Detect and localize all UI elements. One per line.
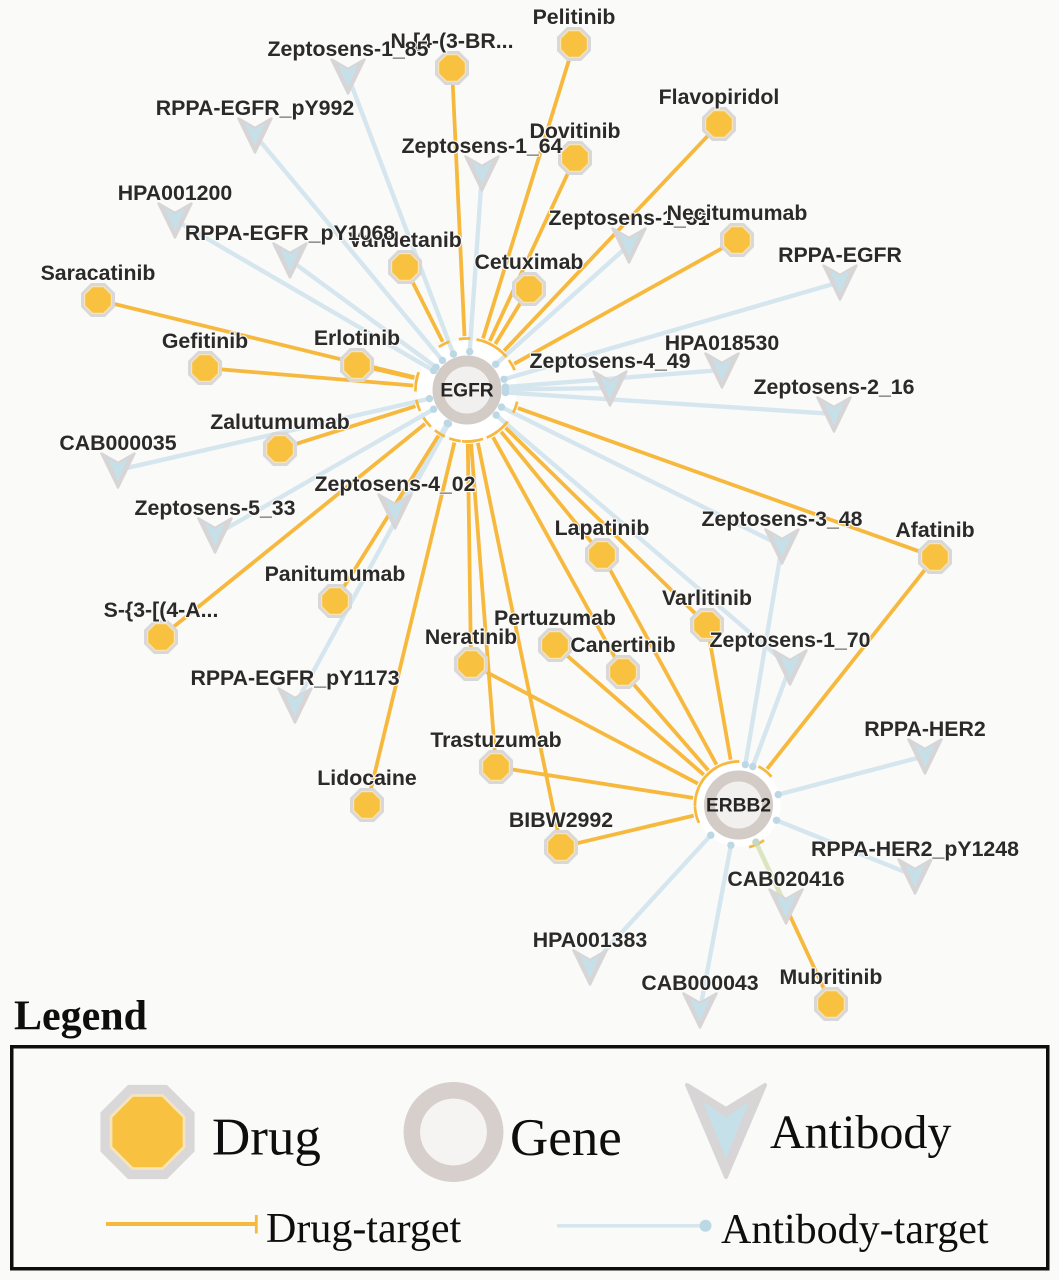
svg-text:Cetuximab: Cetuximab bbox=[475, 250, 584, 274]
svg-text:Trastuzumab: Trastuzumab bbox=[430, 728, 561, 752]
svg-text:Erlotinib: Erlotinib bbox=[314, 326, 400, 350]
svg-text:Necitumumab: Necitumumab bbox=[667, 201, 808, 225]
svg-text:Afatinib: Afatinib bbox=[895, 518, 974, 542]
svg-text:Pelitinib: Pelitinib bbox=[533, 5, 616, 29]
svg-text:Zalutumumab: Zalutumumab bbox=[210, 410, 350, 434]
svg-text:CAB020416: CAB020416 bbox=[727, 867, 844, 891]
svg-text:Zeptosens-1_70: Zeptosens-1_70 bbox=[710, 628, 871, 652]
svg-text:Gene: Gene bbox=[510, 1109, 622, 1167]
svg-text:N-[4-(3-BR...: N-[4-(3-BR... bbox=[390, 29, 513, 53]
svg-text:CAB000035: CAB000035 bbox=[59, 431, 176, 455]
svg-text:Canertinib: Canertinib bbox=[570, 633, 675, 657]
svg-text:Zeptosens-1_85: Zeptosens-1_85 bbox=[268, 37, 429, 61]
svg-text:Varlitinib: Varlitinib bbox=[662, 586, 752, 610]
svg-text:Lidocaine: Lidocaine bbox=[317, 766, 417, 790]
svg-text:Vandetanib: Vandetanib bbox=[348, 228, 462, 252]
svg-text:ERBB2: ERBB2 bbox=[706, 796, 771, 817]
svg-text:RPPA-EGFR_pY992: RPPA-EGFR_pY992 bbox=[156, 96, 354, 120]
svg-text:RPPA-EGFR_pY1173: RPPA-EGFR_pY1173 bbox=[190, 666, 399, 690]
svg-text:Pertuzumab: Pertuzumab bbox=[494, 606, 616, 630]
svg-text:Zeptosens-4_02: Zeptosens-4_02 bbox=[315, 472, 476, 496]
svg-text:Lapatinib: Lapatinib bbox=[555, 516, 650, 540]
svg-text:CAB000043: CAB000043 bbox=[641, 971, 758, 995]
svg-text:Gefitinib: Gefitinib bbox=[162, 329, 248, 353]
svg-text:Drug-target: Drug-target bbox=[266, 1206, 461, 1252]
svg-text:Legend: Legend bbox=[14, 994, 147, 1040]
svg-text:HPA001383: HPA001383 bbox=[533, 928, 648, 952]
svg-text:Mubritinib: Mubritinib bbox=[780, 965, 883, 989]
svg-text:Zeptosens-1_64: Zeptosens-1_64 bbox=[402, 134, 563, 158]
svg-text:Zeptosens-5_33: Zeptosens-5_33 bbox=[135, 496, 296, 520]
svg-text:Drug: Drug bbox=[212, 1109, 321, 1167]
svg-text:EGFR: EGFR bbox=[440, 381, 493, 402]
svg-text:HPA001200: HPA001200 bbox=[118, 181, 232, 205]
svg-text:RPPA-HER2_pY1248: RPPA-HER2_pY1248 bbox=[811, 837, 1019, 861]
svg-text:Zeptosens-2_16: Zeptosens-2_16 bbox=[754, 375, 915, 399]
svg-text:Zeptosens-3_48: Zeptosens-3_48 bbox=[702, 507, 863, 531]
svg-text:Neratinib: Neratinib bbox=[425, 625, 517, 649]
svg-text:BIBW2992: BIBW2992 bbox=[509, 808, 613, 832]
svg-text:HPA018530: HPA018530 bbox=[665, 331, 779, 355]
svg-text:S-{3-[(4-A...: S-{3-[(4-A... bbox=[104, 598, 219, 622]
svg-text:RPPA-EGFR: RPPA-EGFR bbox=[778, 243, 902, 267]
svg-text:Dovitinib: Dovitinib bbox=[529, 119, 620, 143]
svg-text:Saracatinib: Saracatinib bbox=[41, 261, 156, 285]
svg-text:Zeptosens-4_49: Zeptosens-4_49 bbox=[530, 349, 691, 373]
svg-text:Zeptosens-1_31: Zeptosens-1_31 bbox=[549, 206, 710, 230]
svg-text:Antibody-target: Antibody-target bbox=[721, 1207, 989, 1253]
svg-text:Antibody: Antibody bbox=[770, 1106, 951, 1159]
svg-text:Panitumumab: Panitumumab bbox=[265, 562, 406, 586]
svg-text:RPPA-HER2: RPPA-HER2 bbox=[864, 717, 986, 741]
svg-text:RPPA-EGFR_pY1068: RPPA-EGFR_pY1068 bbox=[185, 221, 395, 245]
svg-text:Flavopiridol: Flavopiridol bbox=[659, 85, 780, 109]
